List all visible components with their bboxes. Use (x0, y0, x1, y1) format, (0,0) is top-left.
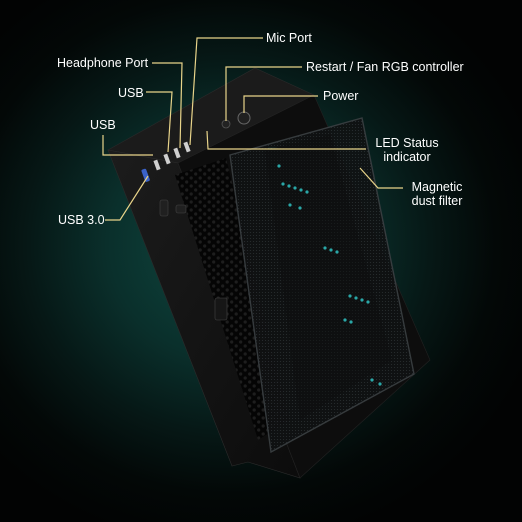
magnetic-label-line1: Magnetic (411, 180, 463, 194)
led-strip-lights (277, 164, 382, 386)
usb-top-label: USB (118, 86, 144, 100)
usb3-callout (105, 175, 149, 221)
headphone-port (173, 147, 181, 159)
power-button (237, 111, 251, 125)
magnetic-dust-filter-label: Magnetic dust filter (402, 180, 472, 208)
usb-top-callout (146, 91, 173, 153)
magnetic-label-line2: dust filter (411, 194, 463, 208)
led-status-label-line1: LED Status (375, 136, 439, 150)
callout-lines (102, 37, 403, 221)
usb-port-top (163, 153, 171, 165)
power-label: Power (323, 89, 359, 103)
usb3-label: USB 3.0 (58, 213, 105, 227)
restart-callout (225, 66, 302, 121)
magnetic-dust-filter (229, 117, 415, 454)
front-io-ports (141, 111, 277, 321)
restart-button (221, 119, 231, 129)
led-status-label: LED Status indicator (367, 136, 447, 164)
restart-fan-rgb-label: Restart / Fan RGB controller (306, 60, 464, 74)
usb-left-callout (102, 135, 153, 156)
led-status-callout (206, 130, 366, 150)
usb-port-left (153, 159, 161, 171)
mic-port-label: Mic Port (266, 31, 312, 45)
mic-port-callout (189, 37, 263, 146)
power-callout (243, 95, 318, 113)
usb3-port (141, 168, 150, 182)
headphone-port-label: Headphone Port (57, 56, 149, 70)
mic-port (183, 141, 191, 153)
headphone-port-callout (152, 62, 183, 149)
usb-left-label: USB (90, 118, 116, 132)
magnetic-filter-callout (359, 167, 403, 189)
led-status-label-line2: indicator (383, 150, 431, 164)
